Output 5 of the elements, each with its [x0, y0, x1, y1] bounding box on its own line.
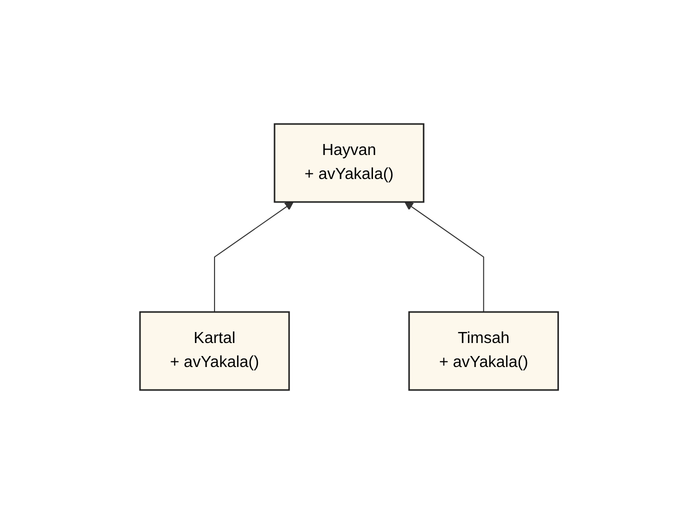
node-box: Timsah + avYakala()	[408, 310, 560, 390]
arrow	[214, 201, 294, 312]
node-box: Kartal + avYakala()	[140, 310, 290, 390]
node-box: Hayvan + avYakala()	[274, 122, 425, 202]
arrow	[404, 201, 485, 312]
